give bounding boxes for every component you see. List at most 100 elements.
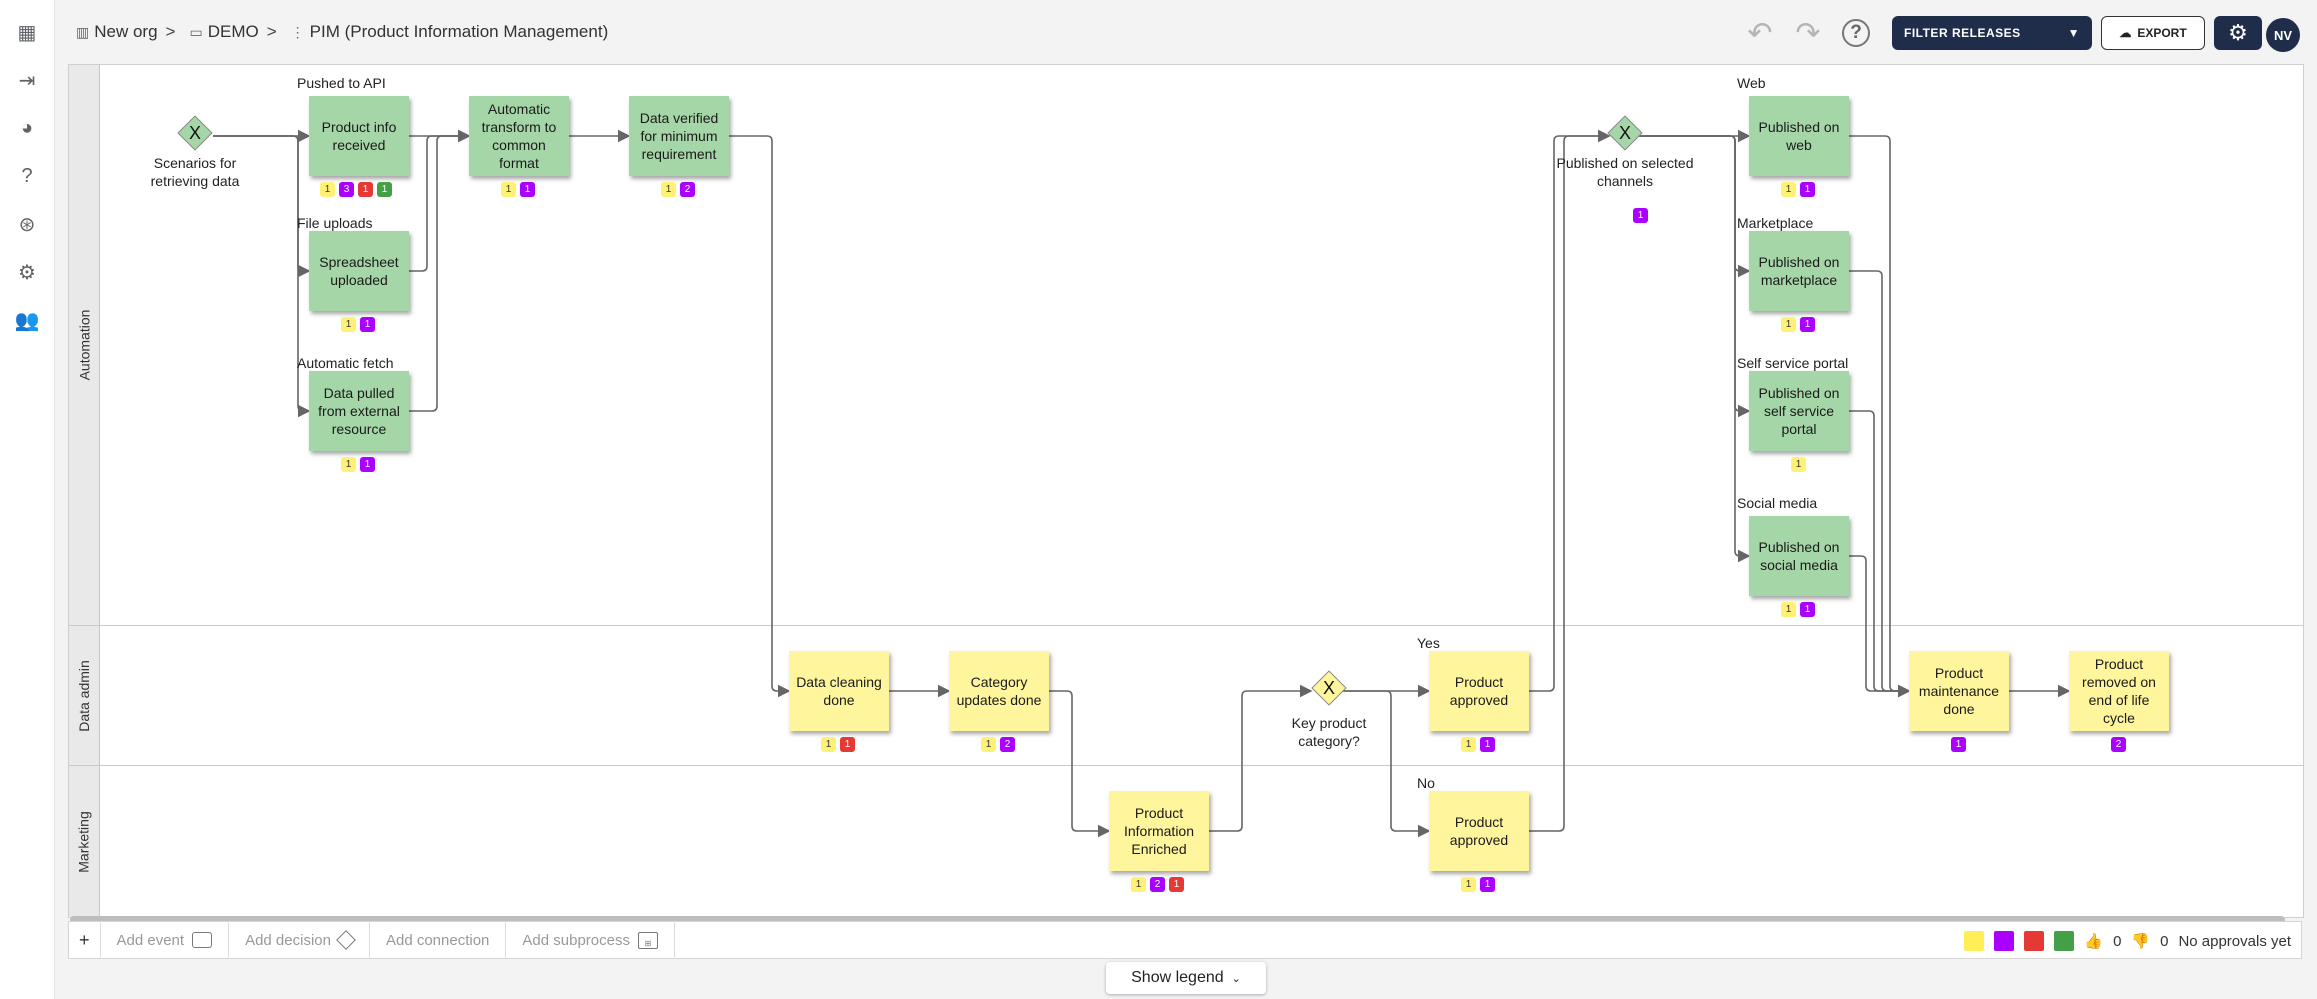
- decision-label: Published on selected channels: [1556, 155, 1694, 189]
- folder-icon: ▭: [189, 23, 203, 40]
- thumbs-up-icon[interactable]: 👍: [2084, 933, 2104, 950]
- yellow-count-badge: 1: [1131, 877, 1146, 892]
- yellow-count-badge: 1: [341, 457, 356, 472]
- export-button[interactable]: ☁ EXPORT: [2101, 16, 2205, 50]
- group-label: Social media: [1737, 495, 1818, 511]
- filter-releases-dropdown[interactable]: FILTER RELEASES ▼: [1892, 16, 2092, 50]
- add-subprocess-button[interactable]: Add subprocess⊞: [506, 921, 675, 959]
- step-product-approved-yes[interactable]: Product approved: [1429, 651, 1529, 731]
- lifebuoy-icon[interactable]: ⊛: [18, 213, 36, 236]
- step-category-updates[interactable]: Category updates done: [949, 651, 1049, 731]
- decision-icon: [336, 930, 356, 950]
- add-decision-button[interactable]: Add decision: [229, 921, 370, 959]
- status-area: 👍0 👎0 No approvals yet: [1964, 922, 2291, 960]
- yellow-count-badge: 1: [1461, 877, 1476, 892]
- group-label: Pushed to API: [297, 75, 386, 91]
- step-data-verified[interactable]: Data verified for minimum requirement: [629, 96, 729, 176]
- process-icon: ⋮: [290, 23, 305, 40]
- avatar[interactable]: NV: [2266, 18, 2300, 52]
- yellow-count-badge: 1: [1781, 317, 1796, 332]
- login-icon[interactable]: ⇥: [18, 69, 36, 92]
- filter-purple-square[interactable]: [1994, 931, 2015, 951]
- step-data-cleaning[interactable]: Data cleaning done: [789, 651, 889, 731]
- lane-automation: Automation: [69, 65, 100, 625]
- add-event-button[interactable]: Add event: [101, 921, 230, 959]
- filter-red-square[interactable]: [2024, 931, 2045, 951]
- undo-icon[interactable]: ↶: [1747, 16, 1773, 50]
- breadcrumb-separator: >: [165, 22, 176, 41]
- settings-button[interactable]: ⚙: [2214, 16, 2262, 50]
- lane-divider: [69, 765, 2303, 766]
- redo-icon[interactable]: ↷: [1795, 16, 1821, 50]
- people-icon[interactable]: 👥: [14, 309, 40, 332]
- breadcrumb-separator: >: [266, 22, 277, 41]
- step-spreadsheet-uploaded[interactable]: Spreadsheet uploaded: [309, 231, 409, 311]
- gear-icon: ⚙: [2228, 20, 2248, 45]
- yellow-count-badge: 1: [821, 737, 836, 752]
- purple-count-badge: 1: [1480, 737, 1495, 752]
- step-published-marketplace[interactable]: Published on marketplace: [1749, 231, 1849, 311]
- chevron-down-icon: ⌄: [1231, 972, 1241, 985]
- help-icon[interactable]: ?: [1842, 19, 1870, 47]
- svg-text:X: X: [1619, 123, 1631, 143]
- breadcrumb-project[interactable]: ▭DEMO: [189, 22, 259, 41]
- step-product-approved-no[interactable]: Product approved: [1429, 791, 1529, 871]
- step-product-removed[interactable]: Product removed on end of life cycle: [2069, 651, 2169, 731]
- purple-count-badge: 1: [520, 182, 535, 197]
- green-count-badge: 1: [377, 182, 392, 197]
- show-legend-button[interactable]: Show legend ⌄: [1106, 962, 1266, 994]
- caret-down-icon: ▼: [2067, 26, 2080, 40]
- lane-data-admin: Data admin: [69, 626, 100, 765]
- purple-count-badge: 1: [1951, 737, 1966, 752]
- breadcrumb-org[interactable]: ▥New org: [76, 22, 158, 41]
- step-product-maintenance[interactable]: Product maintenance done: [1909, 651, 2009, 731]
- group-label: Automatic fetch: [297, 355, 394, 371]
- step-automatic-transform[interactable]: Automatic transform to common format: [469, 96, 569, 176]
- add-button[interactable]: +: [69, 921, 101, 959]
- dashboard-icon[interactable]: ▦: [17, 21, 37, 44]
- purple-count-badge: 2: [680, 182, 695, 197]
- decision-scenarios-diamond[interactable]: X: [177, 115, 213, 151]
- step-badges: 2: [2111, 737, 2126, 752]
- settings-icon[interactable]: ⚙: [18, 261, 36, 284]
- decision-channels-diamond[interactable]: X: [1607, 115, 1643, 151]
- yellow-count-badge: 1: [1781, 602, 1796, 617]
- step-product-info-received[interactable]: Product info received: [309, 96, 409, 176]
- step-published-portal[interactable]: Published on self service portal: [1749, 371, 1849, 451]
- step-product-info-enriched[interactable]: Product Information Enriched: [1109, 791, 1209, 871]
- lane-divider: [69, 625, 2303, 626]
- building-icon: ▥: [76, 23, 90, 40]
- decision-label: Scenarios for retrieving data: [150, 155, 240, 189]
- purple-count-badge: 1: [1480, 877, 1495, 892]
- step-published-social[interactable]: Published on social media: [1749, 516, 1849, 596]
- process-canvas[interactable]: Automation Data admin Marketing: [68, 64, 2304, 918]
- group-label: Web: [1737, 75, 1766, 91]
- filter-green-square[interactable]: [2054, 931, 2075, 951]
- step-data-pulled[interactable]: Data pulled from external resource: [309, 371, 409, 451]
- purple-count-badge: 1: [1800, 317, 1815, 332]
- purple-count-badge: 3: [339, 182, 354, 197]
- help-circle-icon[interactable]: ?: [21, 164, 33, 187]
- palette-icon[interactable]: ◕: [20, 116, 34, 139]
- decision-category-diamond[interactable]: X: [1311, 670, 1347, 706]
- filter-yellow-square[interactable]: [1964, 931, 1985, 951]
- breadcrumb-process[interactable]: ⋮PIM (Product Information Management): [290, 22, 609, 41]
- thumbs-down-icon[interactable]: 👎: [2131, 933, 2151, 950]
- add-connection-button[interactable]: Add connection: [370, 921, 507, 959]
- horizontal-scrollbar[interactable]: [70, 916, 2285, 924]
- red-count-badge: 1: [1169, 877, 1184, 892]
- step-badges: 1: [1791, 457, 1806, 472]
- purple-count-badge: 1: [1800, 182, 1815, 197]
- purple-count-badge: 2: [1150, 877, 1165, 892]
- top-bar: ▥New org > ▭DEMO > ⋮PIM (Product Informa…: [56, 0, 2317, 66]
- step-published-web[interactable]: Published on web: [1749, 96, 1849, 176]
- purple-count-badge: 2: [1000, 737, 1015, 752]
- yellow-count-badge: 1: [341, 317, 356, 332]
